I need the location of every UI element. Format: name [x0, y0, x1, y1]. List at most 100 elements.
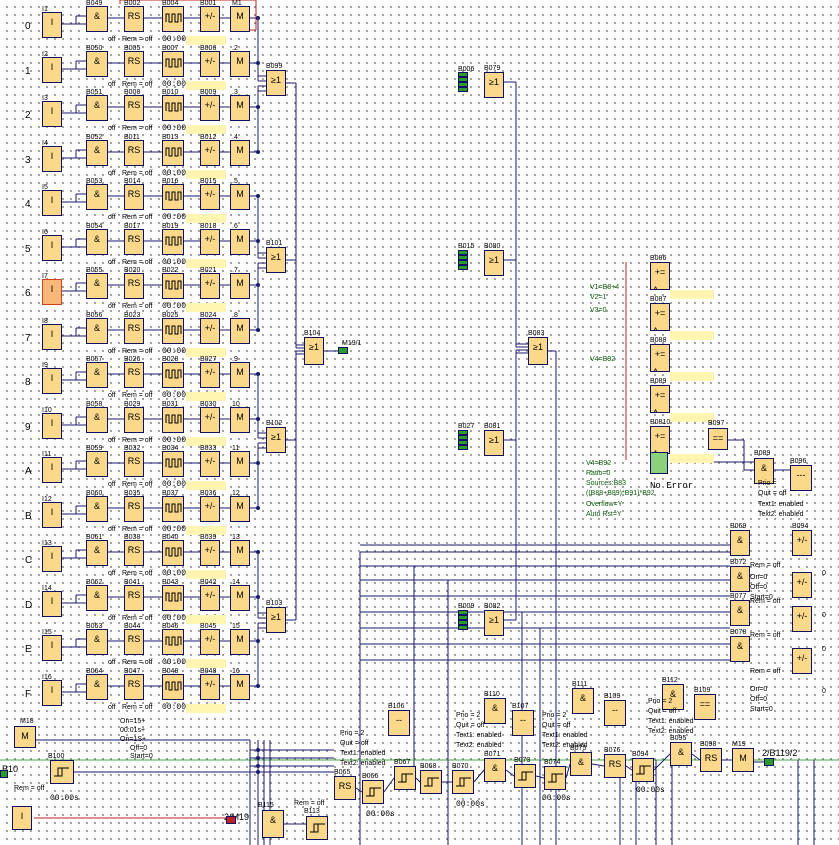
rs-flipflop[interactable]: RS — [124, 6, 144, 32]
up-down-counter[interactable]: +/- — [200, 407, 220, 433]
bottom-block[interactable]: & — [662, 684, 684, 710]
up-down-counter[interactable]: +/- — [200, 585, 220, 611]
and-gate[interactable]: & — [730, 600, 750, 626]
and-gate[interactable]: & — [86, 51, 108, 77]
bottom-block[interactable]: & — [484, 698, 506, 724]
marker-flag[interactable]: M — [230, 362, 250, 388]
chain-block[interactable] — [394, 766, 416, 790]
pulse-generator[interactable] — [162, 540, 184, 566]
and-gate[interactable]: & — [86, 95, 108, 121]
and-gate[interactable]: & — [730, 530, 750, 556]
up-down-counter[interactable]: +/- — [200, 273, 220, 299]
chain-block[interactable] — [514, 764, 536, 788]
pulse-generator[interactable] — [162, 6, 184, 32]
input-block-I16[interactable]: I — [42, 680, 62, 706]
rs-flipflop[interactable]: RS — [124, 451, 144, 477]
and-gate[interactable]: & — [86, 674, 108, 700]
and-gate[interactable]: & — [86, 629, 108, 655]
chain-block[interactable]: & — [484, 758, 506, 782]
marker-flag[interactable]: M — [230, 95, 250, 121]
rs-flipflop[interactable]: RS — [124, 674, 144, 700]
pulse-generator[interactable] — [162, 362, 184, 388]
up-down-counter[interactable]: +/- — [200, 674, 220, 700]
pulse-generator[interactable] — [162, 140, 184, 166]
and-gate[interactable]: & — [730, 636, 750, 662]
input-block-I14[interactable]: I — [42, 591, 62, 617]
analog-comparator[interactable]: += A→ — [650, 344, 670, 372]
m18-marker[interactable]: M — [14, 726, 36, 748]
input-block-I15[interactable]: I — [42, 635, 62, 661]
input-block-I10[interactable]: I — [42, 413, 62, 439]
rs-flipflop[interactable]: RS — [124, 318, 144, 344]
marker-flag[interactable]: M — [230, 229, 250, 255]
marker-flag[interactable]: M — [230, 496, 250, 522]
rs-flipflop[interactable]: RS — [124, 51, 144, 77]
up-down-counter[interactable]: +/- — [200, 362, 220, 388]
marker-flag[interactable]: M — [230, 273, 250, 299]
b100-timer[interactable] — [50, 760, 74, 784]
or-gate[interactable]: ≥1 — [266, 427, 286, 453]
rs-flipflop[interactable]: RS — [124, 362, 144, 388]
and-gate[interactable]: & — [86, 184, 108, 210]
bottom-block[interactable]: -- — [512, 710, 534, 736]
and-gate[interactable]: & — [86, 496, 108, 522]
up-down-counter[interactable]: +/- — [200, 184, 220, 210]
pulse-generator[interactable] — [162, 184, 184, 210]
up-down-counter[interactable]: +/- — [200, 51, 220, 77]
up-down-counter[interactable]: +/- — [200, 629, 220, 655]
input-block-I4[interactable]: I — [42, 146, 62, 172]
up-down-counter[interactable]: +/- — [792, 606, 812, 632]
chain-block[interactable] — [420, 770, 442, 794]
and-gate[interactable]: & — [86, 229, 108, 255]
or-gate[interactable]: ≥1 — [528, 337, 548, 365]
chain-block[interactable] — [452, 770, 474, 794]
chain-block[interactable]: RS — [334, 776, 356, 800]
chain-block[interactable] — [632, 758, 654, 782]
or-gate[interactable]: ≥1 — [266, 607, 286, 633]
or-gate[interactable]: ≥1 — [266, 247, 286, 273]
input-block-I9[interactable]: I — [42, 368, 62, 394]
marker-flag[interactable]: M — [230, 184, 250, 210]
or-gate[interactable]: ≥1 — [484, 72, 504, 98]
marker-flag[interactable]: M — [230, 451, 250, 477]
bottom-block[interactable]: & — [572, 688, 594, 714]
input-block-I2[interactable]: I — [42, 57, 62, 83]
marker-flag[interactable]: M — [230, 540, 250, 566]
pulse-generator[interactable] — [162, 629, 184, 655]
analog-comparator[interactable]: += A→ — [650, 385, 670, 413]
up-down-counter[interactable]: +/- — [792, 530, 812, 556]
bottom-block[interactable]: -- — [388, 710, 410, 736]
b115-and[interactable]: & — [262, 810, 284, 838]
up-down-counter[interactable]: +/- — [200, 229, 220, 255]
up-down-counter[interactable]: +/- — [200, 95, 220, 121]
chain-block[interactable]: M — [732, 748, 754, 772]
analog-comparator[interactable]: += A→ — [650, 303, 670, 331]
b097-block[interactable]: == — [708, 428, 728, 450]
rs-flipflop[interactable]: RS — [124, 407, 144, 433]
analog-output-block[interactable] — [650, 452, 668, 474]
rs-flipflop[interactable]: RS — [124, 585, 144, 611]
rs-flipflop[interactable]: RS — [124, 273, 144, 299]
and-gate[interactable]: & — [86, 407, 108, 433]
and-gate[interactable]: & — [730, 566, 750, 592]
or-gate[interactable]: ≥1 — [484, 250, 504, 276]
rs-flipflop[interactable]: RS — [124, 95, 144, 121]
up-down-counter[interactable]: +/- — [200, 6, 220, 32]
or-gate[interactable]: ≥1 — [484, 610, 504, 636]
marker-flag[interactable]: M — [230, 6, 250, 32]
or-gate[interactable]: ≥1 — [266, 70, 286, 96]
up-down-counter[interactable]: +/- — [200, 540, 220, 566]
and-gate[interactable]: & — [86, 362, 108, 388]
rs-flipflop[interactable]: RS — [124, 184, 144, 210]
and-gate[interactable]: & — [86, 451, 108, 477]
pulse-generator[interactable] — [162, 585, 184, 611]
analog-comparator[interactable]: += A→ — [650, 262, 670, 290]
input-block-I13[interactable]: I — [42, 546, 62, 572]
and-gate[interactable]: & — [86, 140, 108, 166]
marker-flag[interactable]: M — [230, 51, 250, 77]
and-gate[interactable]: & — [86, 273, 108, 299]
input-block-I3[interactable]: I — [42, 101, 62, 127]
pulse-generator[interactable] — [162, 451, 184, 477]
or-gate[interactable]: ≥1 — [484, 430, 504, 456]
b089-and[interactable]: & — [754, 458, 774, 484]
